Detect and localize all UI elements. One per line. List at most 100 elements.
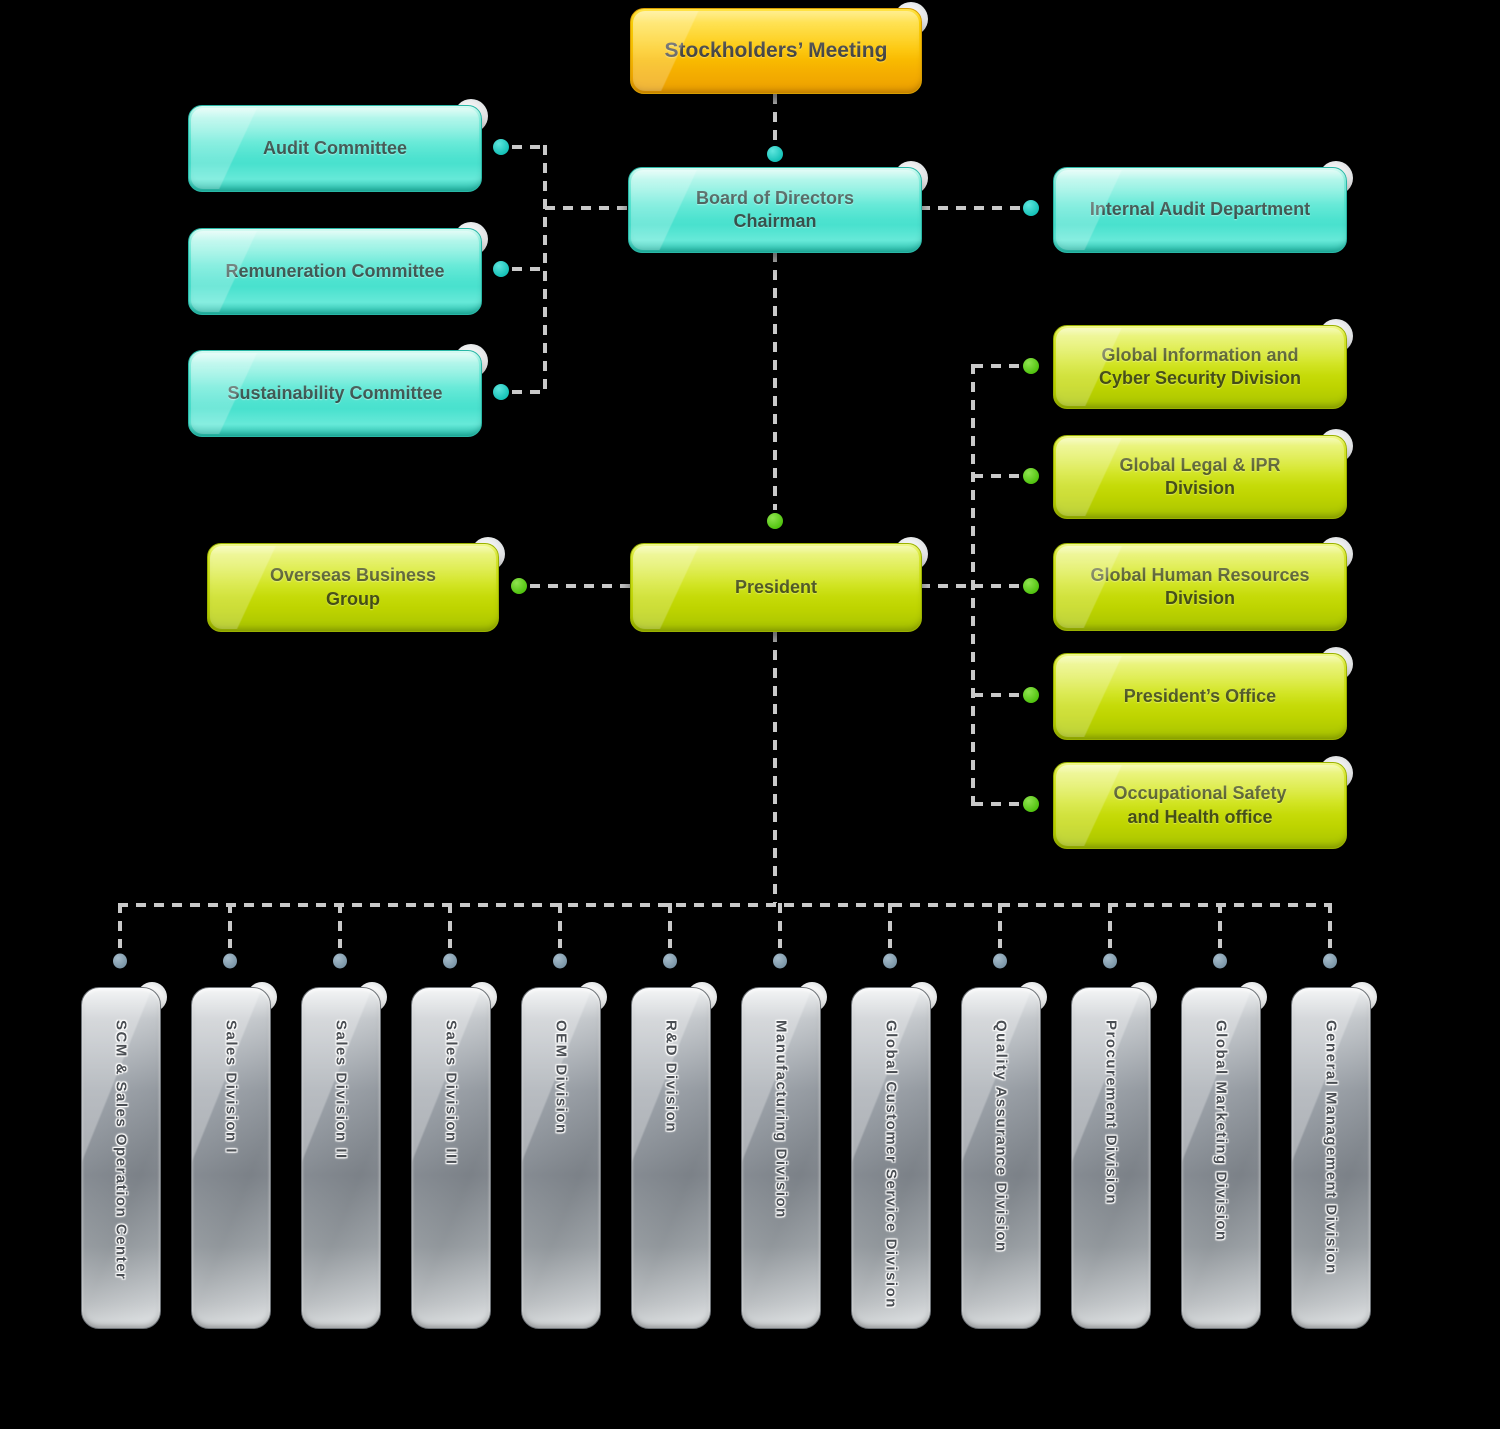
connector-dot	[1023, 687, 1039, 703]
connector-line	[512, 390, 545, 394]
connector-dot	[1213, 953, 1227, 969]
connector-dot	[1323, 953, 1337, 969]
division-column-general-management: General Management Division	[1291, 982, 1377, 1329]
node-label: President’s Office	[1123, 685, 1277, 706]
connector-line	[920, 584, 973, 588]
connector-dot	[333, 953, 347, 969]
node-label: Global Information and Cyber Security Di…	[1098, 344, 1302, 388]
connector-dot	[1023, 200, 1039, 216]
connector-line	[512, 267, 545, 271]
node-label: Occupational Safety and Health office	[1113, 783, 1287, 827]
connector-line	[773, 632, 777, 903]
connector-dot	[1023, 796, 1039, 812]
connector-dot	[553, 953, 567, 969]
node-stockholders-meeting: Stockholders’ Meeting	[630, 2, 928, 94]
connector-dot	[493, 261, 509, 277]
connector-line	[998, 903, 1002, 948]
connector-line	[973, 364, 1022, 368]
connector-dot	[1023, 468, 1039, 484]
connector-line	[973, 584, 1022, 588]
division-label: Procurement Division	[1102, 1020, 1120, 1206]
division-label: Sales Division II	[332, 1020, 350, 1160]
node-label: Board of Directors Chairman	[695, 187, 855, 231]
connector-dot	[1023, 578, 1039, 594]
node-overseas-business-group: Overseas Business Group	[207, 537, 505, 632]
connector-line	[118, 903, 1332, 907]
node-presidents-office: President’s Office	[1053, 647, 1353, 740]
connector-dot	[511, 578, 527, 594]
connector-line	[773, 94, 777, 146]
node-audit-committee: Audit Committee	[188, 99, 488, 192]
connector-line	[973, 693, 1022, 697]
connector-dot	[223, 953, 237, 969]
connector-line	[973, 802, 1022, 806]
division-column-sales-3: Sales Division III	[411, 982, 497, 1329]
connector-line	[558, 903, 562, 948]
division-column-global-marketing: Global Marketing Division	[1181, 982, 1267, 1329]
connector-dot	[493, 384, 509, 400]
connector-line	[448, 903, 452, 948]
connector-line	[228, 903, 232, 948]
connector-line	[338, 903, 342, 948]
node-sustainability-committee: Sustainability Committee	[188, 344, 488, 437]
division-column-global-customer-service: Global Customer Service Division	[851, 982, 937, 1329]
division-label: Global Customer Service Division	[882, 1020, 900, 1309]
division-label: Sales Division III	[442, 1020, 460, 1166]
division-label: R&D Division	[662, 1020, 680, 1134]
connector-dot	[993, 953, 1007, 969]
node-label: Remuneration Committee	[225, 260, 445, 281]
division-column-sales-1: Sales Division I	[191, 982, 277, 1329]
division-label: General Management Division	[1322, 1020, 1340, 1275]
division-column-quality-assurance: Quality Assurance Division	[961, 982, 1047, 1329]
division-column-manufacturing: Manufacturing Division	[741, 982, 827, 1329]
division-label: Global Marketing Division	[1212, 1020, 1230, 1242]
connector-line	[1218, 903, 1222, 948]
connector-dot	[663, 953, 677, 969]
connector-dot	[767, 513, 783, 529]
connector-line	[512, 145, 545, 149]
connector-dot	[1023, 358, 1039, 374]
connector-line	[530, 584, 630, 588]
division-column-sales-2: Sales Division II	[301, 982, 387, 1329]
node-remuneration-committee: Remuneration Committee	[188, 222, 488, 315]
node-label: Audit Committee	[263, 137, 407, 158]
connector-line	[920, 206, 1020, 210]
connector-line	[545, 206, 628, 210]
node-label: Stockholders’ Meeting	[664, 39, 888, 63]
division-label: Quality Assurance Division	[992, 1020, 1010, 1253]
node-label: Global Human Resources Division	[1090, 564, 1310, 608]
connector-line	[778, 903, 782, 948]
connector-line	[668, 903, 672, 948]
node-label: President	[734, 576, 818, 597]
division-label: Sales Division I	[222, 1020, 240, 1155]
connector-line	[888, 903, 892, 948]
node-global-human-resources: Global Human Resources Division	[1053, 537, 1353, 631]
connector-line	[543, 145, 547, 396]
connector-dot	[883, 953, 897, 969]
node-label: Sustainability Committee	[227, 382, 443, 403]
division-column-oem: OEM Division	[521, 982, 607, 1329]
node-global-legal-ipr: Global Legal & IPR Division	[1053, 429, 1353, 519]
division-label: SCM & Sales Operation Center	[112, 1020, 130, 1281]
connector-line	[118, 903, 122, 948]
node-president: President	[630, 537, 928, 632]
node-occupational-safety-health: Occupational Safety and Health office	[1053, 756, 1353, 849]
connector-line	[973, 474, 1022, 478]
node-label: Overseas Business Group	[269, 565, 437, 609]
division-label: OEM Division	[552, 1020, 570, 1135]
connector-line	[773, 252, 777, 510]
connector-dot	[113, 953, 127, 969]
connector-dot	[443, 953, 457, 969]
division-column-scm-sales-operation: SCM & Sales Operation Center	[81, 982, 167, 1329]
node-board-of-directors: Board of Directors Chairman	[628, 161, 928, 253]
node-label: Global Legal & IPR Division	[1119, 454, 1281, 498]
connector-line	[1108, 903, 1112, 948]
node-global-information-cyber-security: Global Information and Cyber Security Di…	[1053, 319, 1353, 409]
division-column-procurement: Procurement Division	[1071, 982, 1157, 1329]
connector-dot	[773, 953, 787, 969]
node-internal-audit-department: Internal Audit Department	[1053, 161, 1353, 253]
connector-dot	[1103, 953, 1117, 969]
connector-dot	[493, 139, 509, 155]
connector-dot	[767, 146, 783, 162]
